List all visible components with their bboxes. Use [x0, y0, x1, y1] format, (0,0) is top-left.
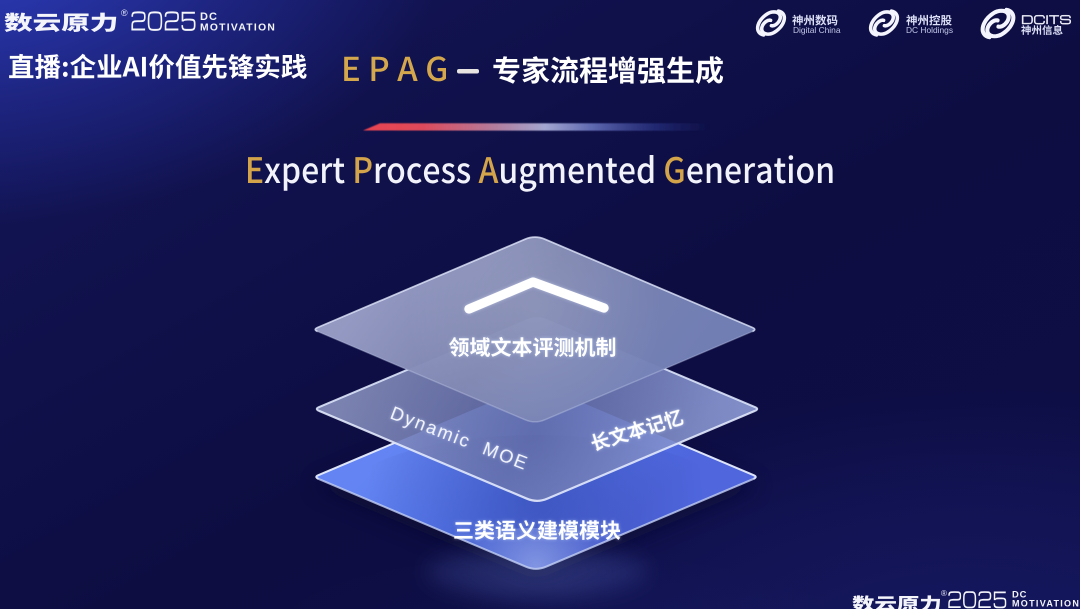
svg-text:DC Holdings: DC Holdings — [906, 25, 953, 35]
svg-text:Digital China: Digital China — [793, 25, 841, 35]
svg-text:MOTIVATION: MOTIVATION — [200, 23, 276, 34]
svg-text:®: ® — [121, 8, 128, 18]
svg-text:DC: DC — [1012, 589, 1027, 600]
svg-text:®: ® — [941, 589, 947, 598]
svg-text:DC: DC — [200, 11, 218, 23]
svg-text:MOTIVATION: MOTIVATION — [1012, 599, 1080, 609]
